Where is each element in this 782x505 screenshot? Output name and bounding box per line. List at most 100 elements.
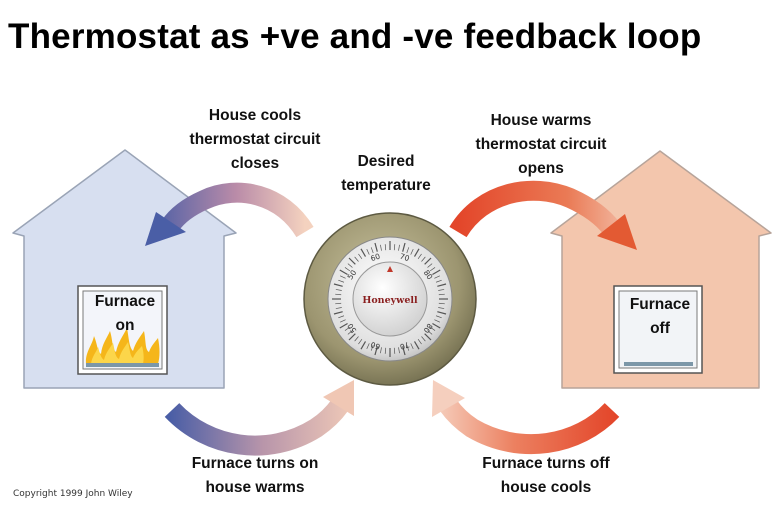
dial-tick xyxy=(366,249,370,255)
label-desired-temperature: Desired temperature xyxy=(326,150,446,198)
left-house xyxy=(12,149,237,389)
dial-tick xyxy=(437,311,447,315)
dial-tick xyxy=(340,319,346,323)
dial-tick xyxy=(370,344,374,351)
dial-tick xyxy=(347,330,353,335)
dial-tick xyxy=(406,247,410,254)
label-house-cools-line2: thermostat circuit xyxy=(189,131,321,148)
dial-tick xyxy=(335,302,342,305)
dial-tick xyxy=(424,333,432,341)
dial-tick xyxy=(360,341,367,350)
dial-tick xyxy=(384,244,387,251)
label-furnace-on-line1: Furnace turns on xyxy=(191,455,319,472)
label-house-cools-line3: closes xyxy=(230,155,280,172)
dial-tick xyxy=(402,346,406,356)
label-desired-line2: temperature xyxy=(341,177,431,194)
label-house-cools-line1: House cools xyxy=(208,107,302,124)
dial-tick xyxy=(434,319,440,323)
furnace-off-box xyxy=(613,285,703,374)
dial-ticks xyxy=(332,241,448,357)
dial-tick xyxy=(410,343,414,349)
dial-tick xyxy=(374,242,378,252)
dial-tick xyxy=(354,256,359,262)
dial-number: 60 xyxy=(369,252,381,264)
dial-tick xyxy=(413,341,420,350)
dial-tick xyxy=(410,249,414,255)
dial-tick xyxy=(335,293,342,296)
dial-tick xyxy=(347,263,353,268)
dial-tick xyxy=(398,347,400,354)
label-furnace-off-line1: Furnace turns off xyxy=(482,455,610,472)
label-furnace-on-line2: house warms xyxy=(205,479,305,496)
dial-tick xyxy=(374,346,378,356)
furnace-on-box xyxy=(77,285,168,375)
dial-tick xyxy=(358,338,363,345)
dial-tick xyxy=(338,315,345,319)
dial-tick xyxy=(360,248,367,257)
dial-tick xyxy=(366,343,370,349)
dial-tick xyxy=(438,293,445,296)
arrow-top-right xyxy=(449,180,637,250)
copyright-note: Copyright 1999 John Wiley xyxy=(13,489,133,499)
dial-tick xyxy=(402,242,406,252)
dial-tick xyxy=(434,275,440,279)
dial-tick xyxy=(427,263,433,268)
label-desired-line1: Desired xyxy=(357,153,415,170)
dial-tick xyxy=(344,267,351,272)
furnace-off-label-line1: Furnace xyxy=(630,296,691,313)
dial-tick xyxy=(339,322,348,329)
page-title: Thermostat as +ve and -ve feedback loop xyxy=(8,17,702,56)
furnace-off-label-line2: off xyxy=(650,320,671,337)
dial-tick xyxy=(354,336,359,342)
dial-tick xyxy=(358,253,363,260)
dial-tick xyxy=(344,326,351,331)
label-house-warms-line1: House warms xyxy=(490,112,592,129)
dial-tick xyxy=(406,344,410,351)
dial-number: 70 xyxy=(399,252,411,264)
furnace-on-label-line1: Furnace xyxy=(95,293,156,310)
dial-tick xyxy=(338,279,345,283)
dial-tick xyxy=(424,257,432,265)
furnace-on-label-line2: on xyxy=(116,317,135,334)
label-house-warms: House warms thermostat circuit opens xyxy=(446,109,636,181)
dial-tick xyxy=(370,247,374,254)
label-house-cools: House cools thermostat circuit closes xyxy=(160,104,350,176)
dial-tick xyxy=(438,302,445,305)
dial-tick xyxy=(421,336,426,342)
dial-tick xyxy=(348,333,356,341)
dial-tick xyxy=(380,347,382,354)
label-house-warms-line2: thermostat circuit xyxy=(475,136,607,153)
dial-tick xyxy=(340,275,346,279)
arrow-top-left xyxy=(145,182,314,246)
arrow-bottom-right xyxy=(432,380,620,455)
dial-tick xyxy=(348,257,356,265)
dial-tick xyxy=(437,283,447,287)
dial-tick xyxy=(429,267,436,272)
dial-tick xyxy=(417,253,422,260)
label-furnace-turns-off: Furnace turns off house cools xyxy=(456,452,636,500)
right-house xyxy=(550,150,772,389)
dial-tick xyxy=(435,279,442,283)
dial-tick xyxy=(335,307,342,309)
dial-tick xyxy=(393,347,396,354)
dial-tick xyxy=(417,338,422,345)
dial-number: 60 xyxy=(369,340,381,352)
dial-tick xyxy=(339,269,348,276)
dial-tick xyxy=(427,330,433,335)
dial-number: 70 xyxy=(398,340,410,352)
dial-tick xyxy=(335,289,342,291)
arrow-bottom-left xyxy=(164,380,354,456)
label-furnace-turns-on: Furnace turns on house warms xyxy=(165,452,345,500)
dial-tick xyxy=(438,289,445,291)
dial-tick xyxy=(398,244,400,251)
dial-tick xyxy=(435,315,442,319)
dial-tick xyxy=(380,244,382,251)
dial-tick xyxy=(432,322,441,329)
dial-tick xyxy=(333,283,343,287)
dial-tick xyxy=(333,311,343,315)
dial-tick xyxy=(421,256,426,262)
dial-tick xyxy=(432,269,441,276)
